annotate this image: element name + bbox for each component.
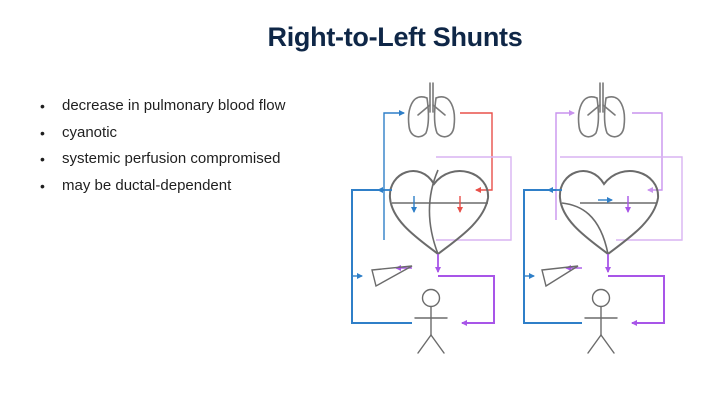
aorta-mixed-pathway: [560, 156, 683, 241]
heart-icon: [388, 169, 490, 256]
shunt-diagram-left: [351, 82, 512, 354]
venous-return-loop: [351, 189, 412, 324]
venous-return-loop: [523, 189, 582, 324]
bullet-item: • decrease in pulmonary blood flow: [38, 96, 285, 123]
upper-body-icon: [541, 265, 579, 288]
bullet-dot-icon: •: [40, 124, 45, 141]
bullet-dot-icon: •: [40, 151, 45, 167]
bullet-item: • systemic perfusion compromised: [38, 149, 285, 176]
bullet-dot-icon: •: [40, 98, 45, 114]
pulmonary-artery-flow: [383, 110, 405, 240]
systemic-mixed-flow: [438, 275, 495, 326]
bullet-list: • decrease in pulmonary blood flow • cyano…: [38, 96, 285, 202]
bullet-text: may be ductal-dependent: [62, 176, 232, 194]
shunt-diagram-right: [523, 82, 683, 354]
heart-icon: [558, 170, 660, 256]
lungs-icon: [577, 82, 626, 138]
lungs-icon: [407, 82, 456, 138]
pulmonary-mixed-flow: [555, 110, 575, 220]
aorta-mixed-pathway: [436, 156, 512, 241]
bullet-item: • cyanotic: [38, 123, 285, 150]
bullet-text: cyanotic: [62, 123, 118, 141]
upper-body-icon: [371, 265, 413, 288]
pulmonary-return-flow: [632, 112, 663, 193]
bullet-text: systemic perfusion compromised: [62, 150, 281, 167]
slide-title: Right-to-Left Shunts: [267, 22, 523, 52]
bullet-text: decrease in pulmonary blood flow: [62, 97, 286, 114]
body-figure-icon: [414, 288, 448, 354]
body-figure-icon: [584, 288, 618, 354]
pulmonary-vein-flow: [460, 112, 493, 193]
bullet-dot-icon: •: [40, 177, 45, 194]
systemic-mixed-flow: [608, 275, 665, 326]
bullet-item: • may be ductal-dependent: [38, 176, 285, 203]
